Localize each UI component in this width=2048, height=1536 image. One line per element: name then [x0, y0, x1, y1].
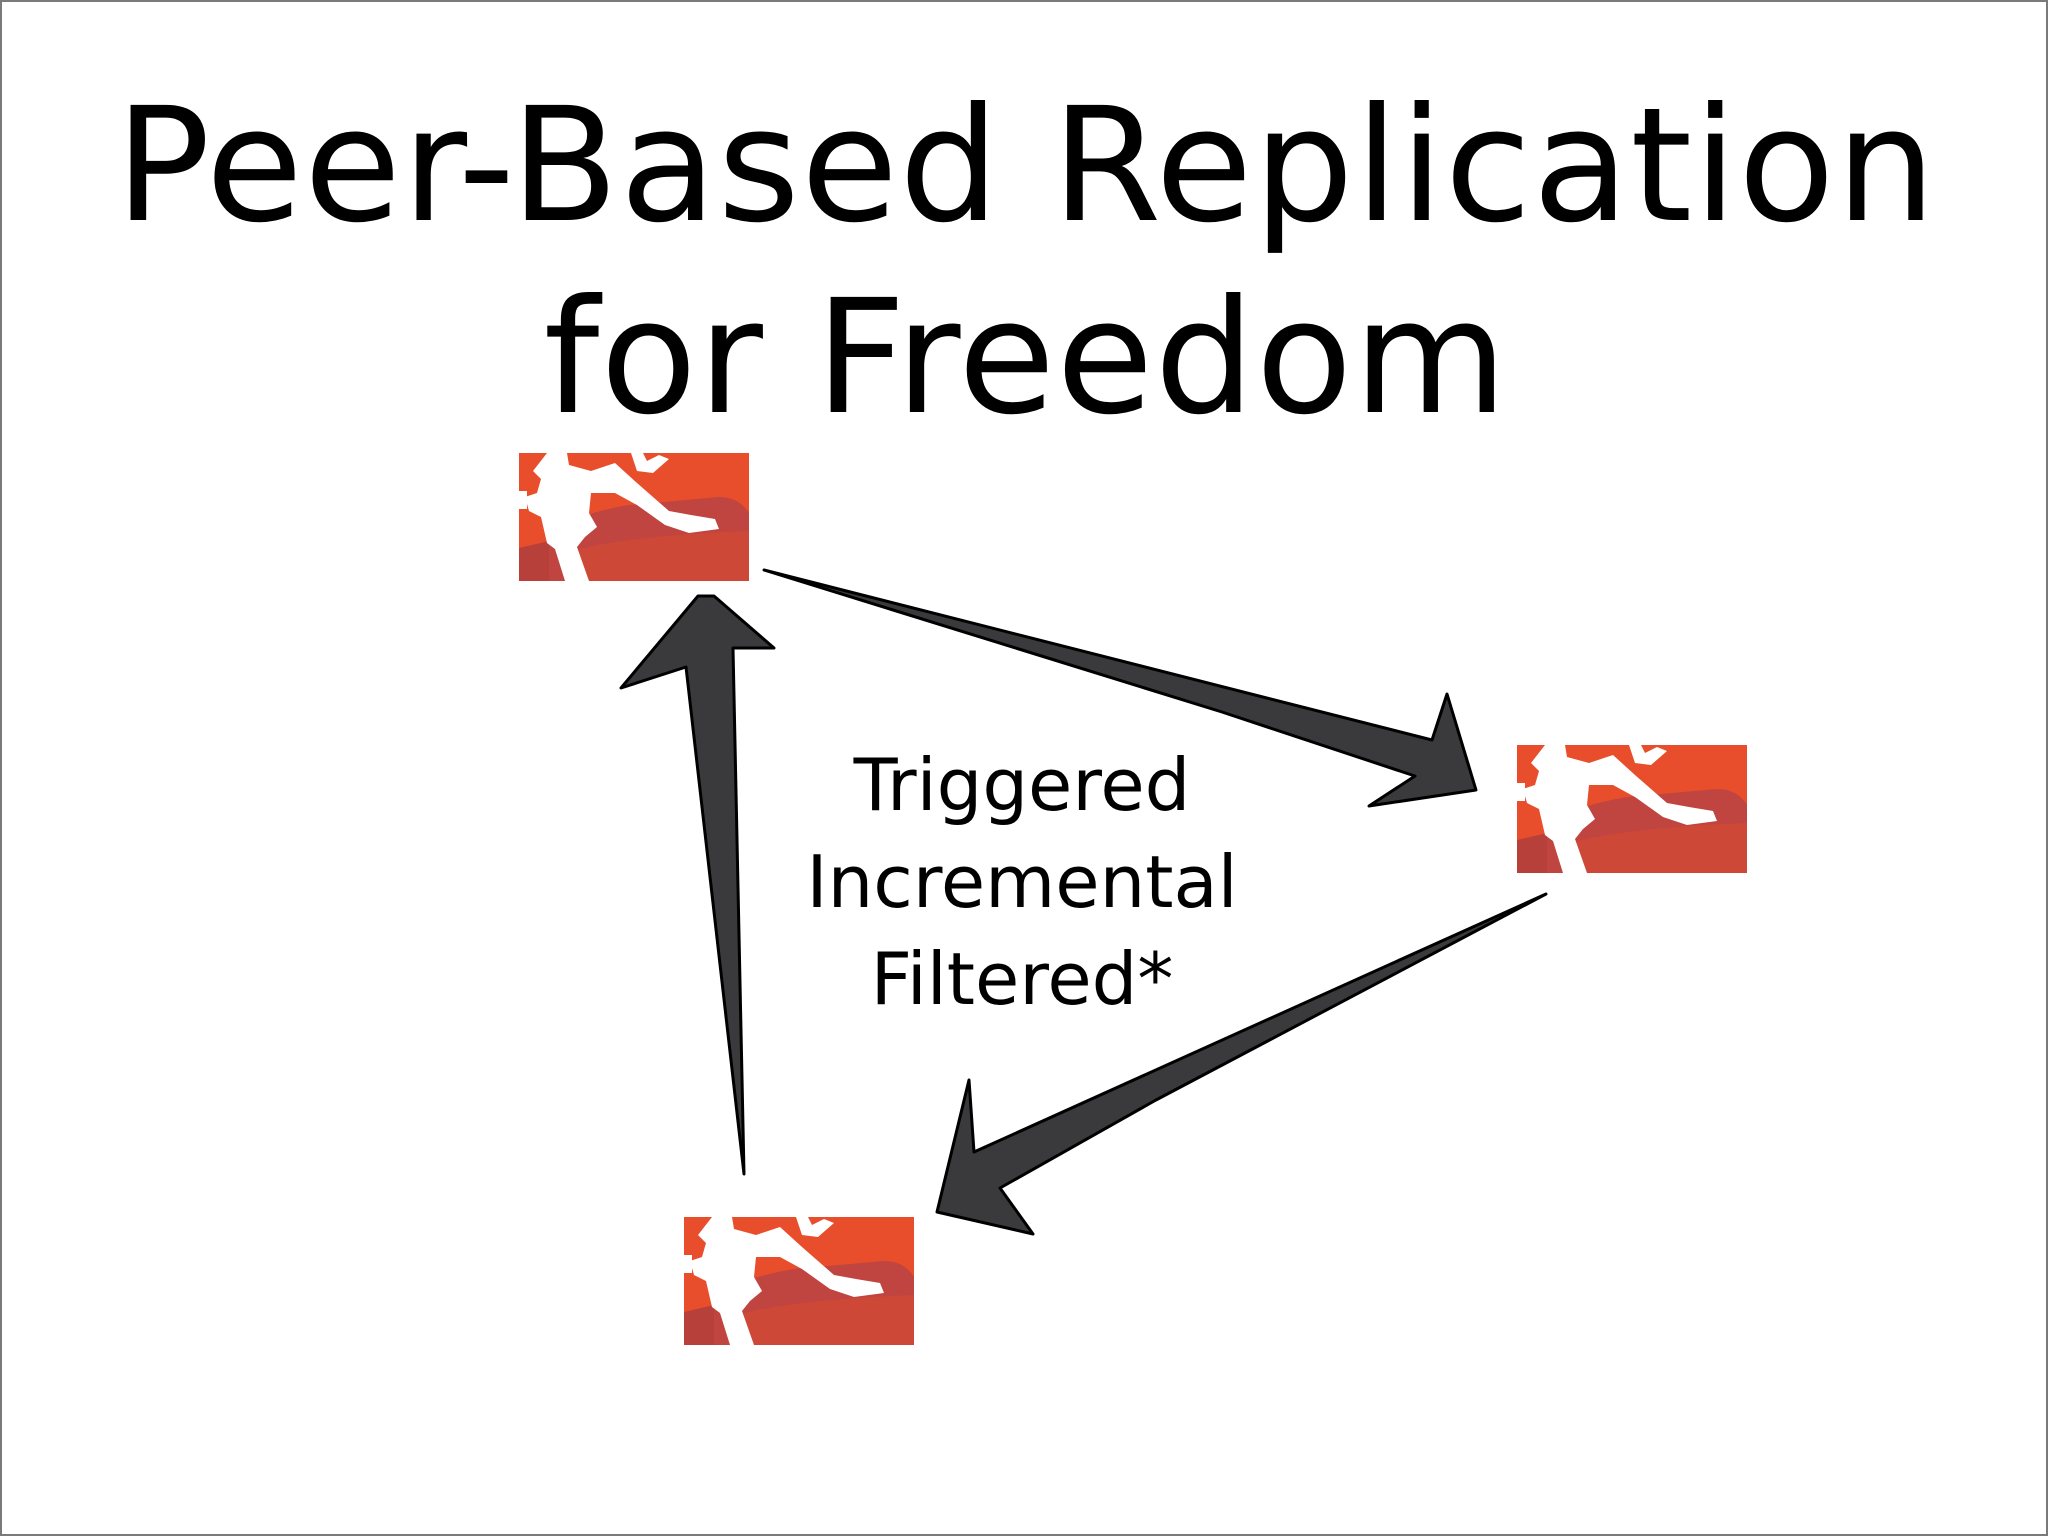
label-filtered: Filtered* — [870, 937, 1174, 1021]
label-incremental: Incremental — [806, 840, 1238, 924]
couchdb-logo-icon — [1517, 745, 1747, 873]
arrow-top-to-right — [762, 568, 1478, 808]
replication-properties: Triggered Incremental Filtered* — [742, 737, 1302, 1028]
label-triggered: Triggered — [853, 743, 1191, 827]
slide-title: Peer-Based Replication for Freedom — [2, 70, 2046, 454]
title-line-2: for Freedom — [543, 266, 1509, 450]
arrow-bottom-to-top — [619, 594, 776, 1176]
title-line-1: Peer-Based Replication — [115, 74, 1937, 258]
couchdb-logo-icon — [684, 1217, 914, 1345]
couchdb-logo-icon — [519, 453, 749, 581]
arrow-right-to-bottom — [935, 892, 1548, 1236]
